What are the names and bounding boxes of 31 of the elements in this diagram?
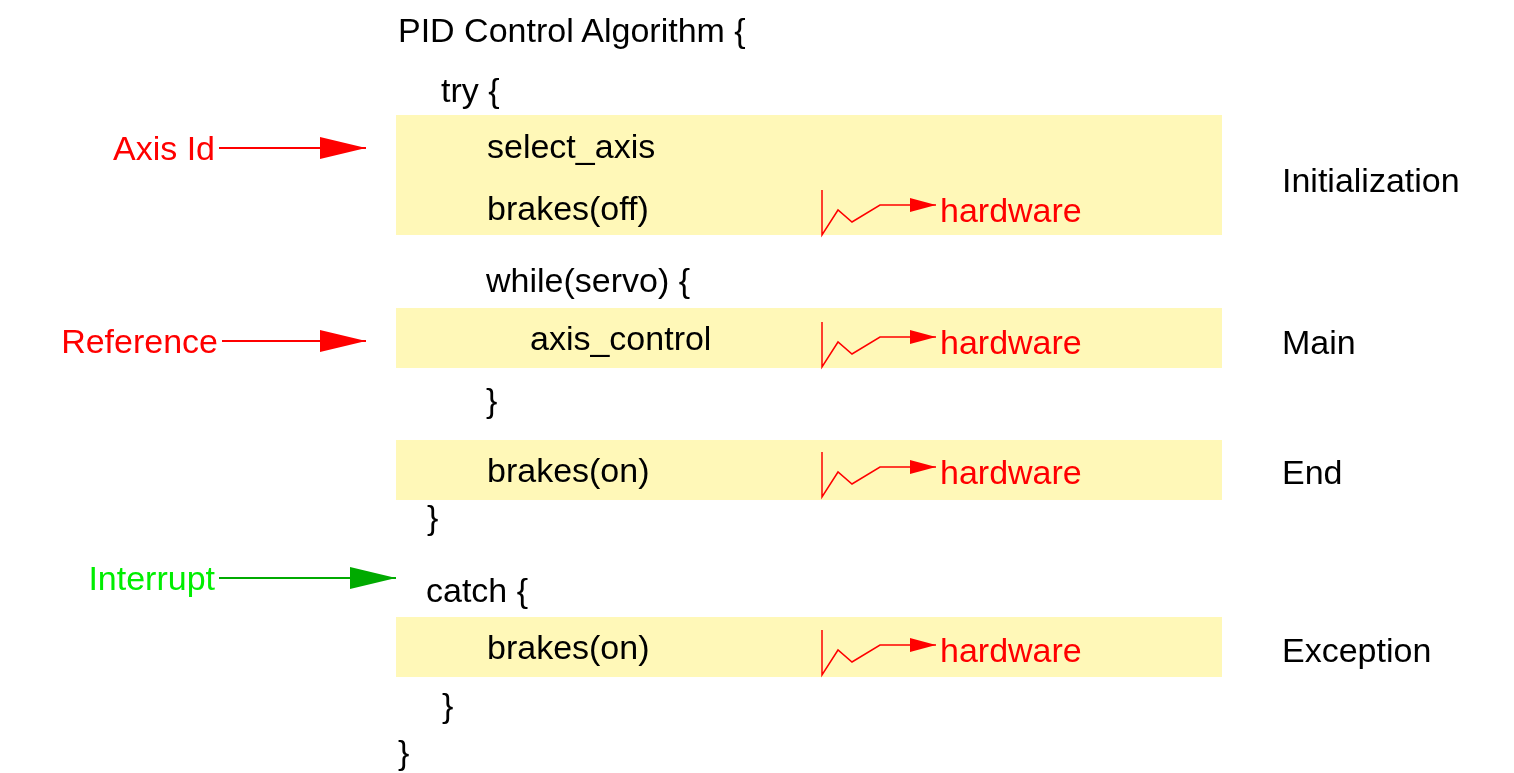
code-line: PID Control Algorithm { [398,10,746,51]
zigzag-arrow [821,451,937,500]
code-line: } [427,497,439,538]
code-line: } [398,732,410,773]
code-line: brakes(off) [487,187,650,229]
code-line: } [486,380,498,421]
code-line: select_axis [487,125,656,167]
input-label: Reference [10,319,218,363]
phase-label: Exception [1282,630,1432,671]
phase-label: End [1282,452,1343,493]
hardware-label: hardware [940,628,1130,672]
code-line: brakes(on) [487,626,650,668]
zigzag-arrow [821,321,937,370]
code-line: try { [441,70,500,111]
phase-label: Main [1282,322,1356,363]
hardware-label: hardware [940,450,1130,494]
input-label: Interrupt [40,556,215,600]
arrow [218,567,397,589]
code-line: axis_control [530,317,712,359]
code-line: while(servo) { [486,260,691,301]
code-line: catch { [426,568,566,612]
zigzag-arrow [821,629,937,678]
hardware-label: hardware [940,188,1130,232]
hardware-label: hardware [940,320,1130,364]
zigzag-arrow [821,189,937,238]
phase-label: Initialization [1282,160,1460,201]
code-line: brakes(on) [487,449,650,491]
arrow [218,137,367,159]
input-label: Axis Id [60,126,215,170]
arrow [221,330,367,352]
code-line: } [442,685,454,726]
